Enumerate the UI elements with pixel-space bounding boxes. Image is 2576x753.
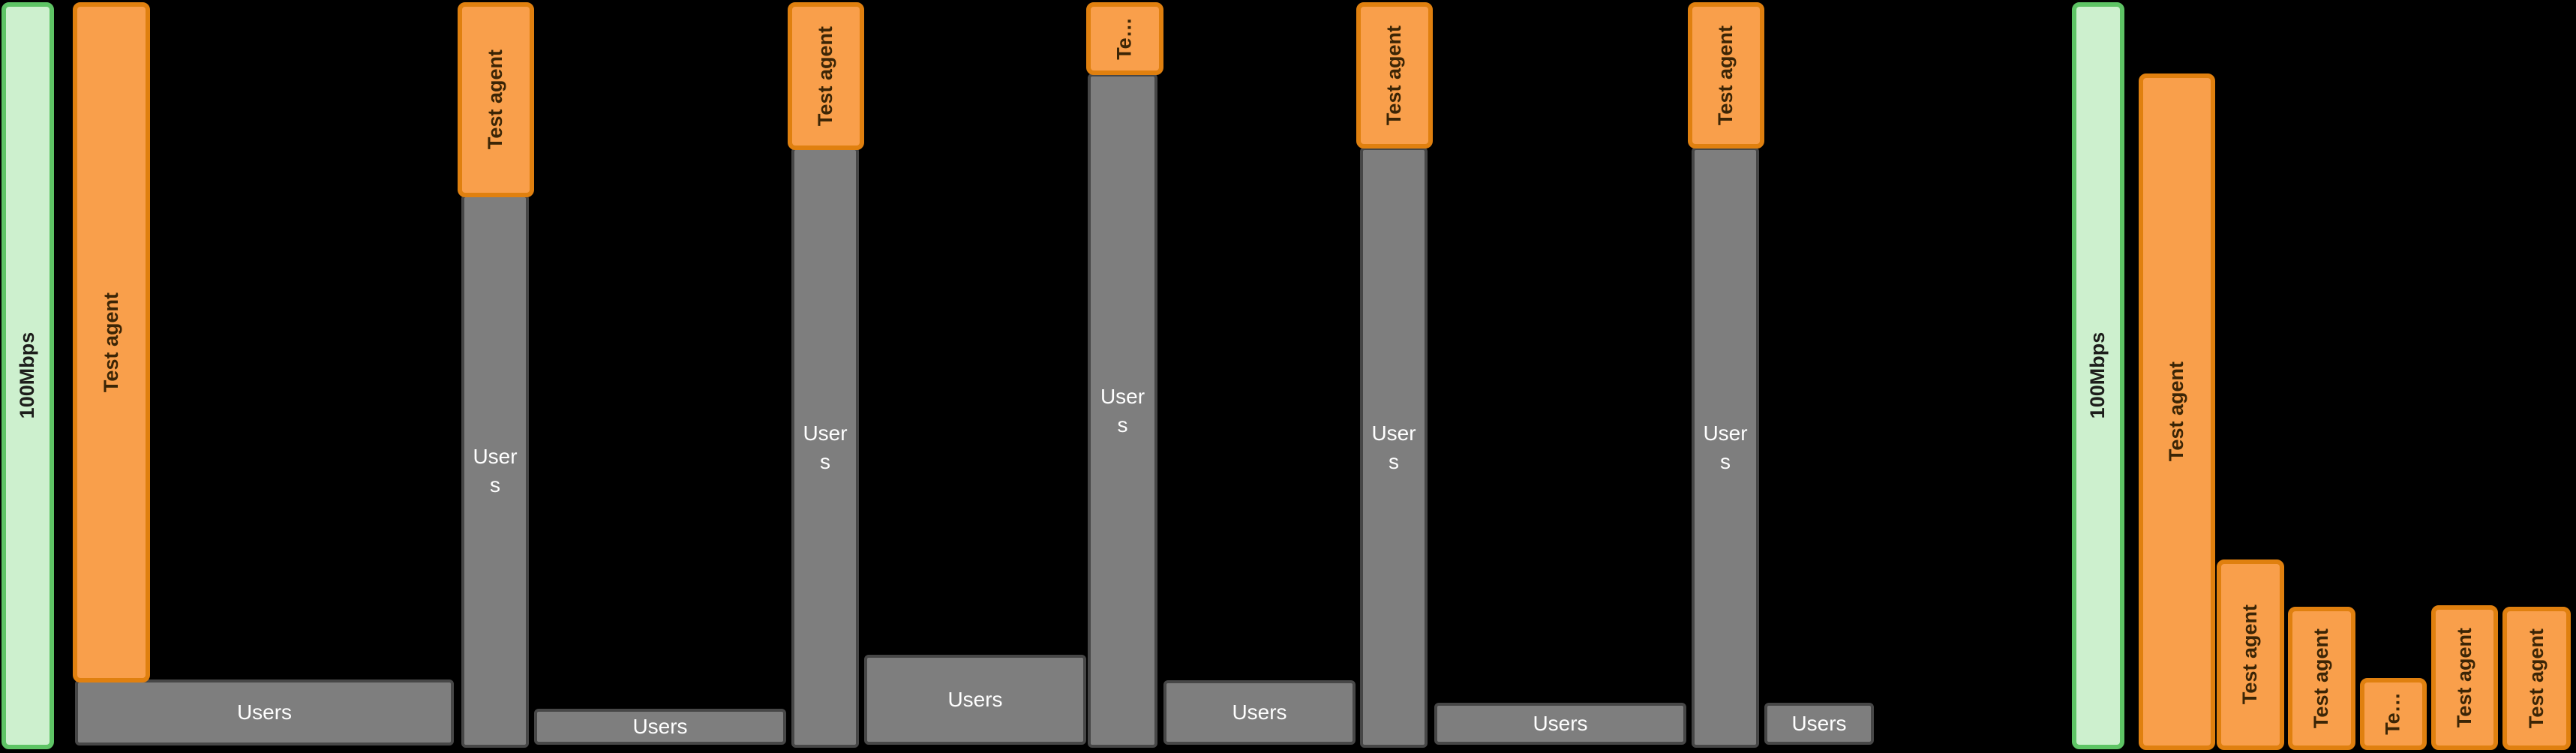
column-3-body-label-line-1: User xyxy=(803,421,848,445)
column-3-body-label: User s xyxy=(803,419,847,476)
capacity-bar-left[interactable]: 100Mbps xyxy=(2,2,54,749)
column-3-cap-label: Test agent xyxy=(814,26,837,127)
column-3-cap[interactable]: Test agent xyxy=(788,2,864,150)
test-agent-right-2[interactable]: Test agent xyxy=(2217,560,2284,750)
column-6-body-label: User s xyxy=(1703,419,1747,476)
test-agent-right-1[interactable]: Test agent xyxy=(2139,74,2215,750)
test-agent-right-4-label: Te… xyxy=(2381,692,2404,736)
test-agent-left-label: Test agent xyxy=(99,292,122,393)
column-2-body-label: User s xyxy=(473,442,517,500)
users-hbar-3[interactable]: Users xyxy=(864,655,1086,745)
column-4-body-label: User s xyxy=(1100,382,1145,440)
column-4-body-label-line-1: User xyxy=(1100,384,1145,408)
column-5-cap[interactable]: Test agent xyxy=(1356,2,1433,148)
users-hbar-5[interactable]: Users xyxy=(1434,703,1686,745)
users-hbar-4[interactable]: Users xyxy=(1163,680,1356,745)
test-agent-right-4[interactable]: Te… xyxy=(2360,678,2427,750)
column-6-body[interactable]: User s xyxy=(1692,147,1759,748)
column-4-body-label-line-2: s xyxy=(1117,412,1128,436)
column-4-body[interactable]: User s xyxy=(1088,74,1157,748)
column-3-body[interactable]: User s xyxy=(791,147,859,748)
column-6-body-label-line-2: s xyxy=(1720,449,1731,473)
users-hbar-2[interactable]: Users xyxy=(534,709,786,745)
column-5-body-label-line-2: s xyxy=(1389,449,1399,473)
column-2-body[interactable]: User s xyxy=(461,194,529,748)
users-hbar-1[interactable]: Users xyxy=(75,680,454,746)
test-agent-left[interactable]: Test agent xyxy=(73,2,150,682)
column-5-body-label-line-1: User xyxy=(1371,421,1416,445)
test-agent-right-5[interactable]: Test agent xyxy=(2431,605,2498,750)
column-2-cap[interactable]: Test agent xyxy=(458,2,534,197)
test-agent-right-6[interactable]: Test agent xyxy=(2502,607,2571,750)
test-agent-right-1-label: Test agent xyxy=(2165,362,2188,462)
column-3-body-label-line-2: s xyxy=(820,449,830,473)
users-hbar-4-label: Users xyxy=(1232,700,1287,724)
test-agent-right-6-label: Test agent xyxy=(2524,628,2547,729)
users-hbar-6-label: Users xyxy=(1791,712,1847,736)
capacity-bar-right[interactable]: 100Mbps xyxy=(2072,2,2124,749)
users-hbar-5-label: Users xyxy=(1533,712,1588,736)
test-agent-right-5-label: Test agent xyxy=(2452,627,2475,728)
users-hbar-6[interactable]: Users xyxy=(1764,703,1874,745)
test-agent-right-2-label: Test agent xyxy=(2238,604,2262,705)
column-2-cap-label: Test agent xyxy=(484,50,507,150)
users-hbar-3-label: Users xyxy=(947,688,1003,712)
column-5-body-label: User s xyxy=(1371,419,1416,476)
column-2-body-label-line-2: s xyxy=(490,473,500,496)
column-6-body-label-line-1: User xyxy=(1703,421,1748,445)
column-5-cap-label: Test agent xyxy=(1383,25,1406,126)
test-agent-right-3-label: Test agent xyxy=(2310,628,2333,729)
column-4-cap[interactable]: Te… xyxy=(1086,2,1163,75)
users-hbar-1-label: Users xyxy=(236,700,293,724)
capacity-bar-left-label: 100Mbps xyxy=(16,332,39,419)
test-agent-right-3[interactable]: Test agent xyxy=(2288,607,2355,750)
column-6-cap-label: Test agent xyxy=(1714,25,1737,126)
capacity-bar-right-label: 100Mbps xyxy=(2086,332,2109,419)
column-4-cap-label: Te… xyxy=(1112,17,1136,60)
column-5-body[interactable]: User s xyxy=(1360,147,1428,748)
users-hbar-2-label: Users xyxy=(632,715,688,739)
column-6-cap[interactable]: Test agent xyxy=(1688,2,1764,148)
column-2-body-label-line-1: User xyxy=(473,445,518,469)
